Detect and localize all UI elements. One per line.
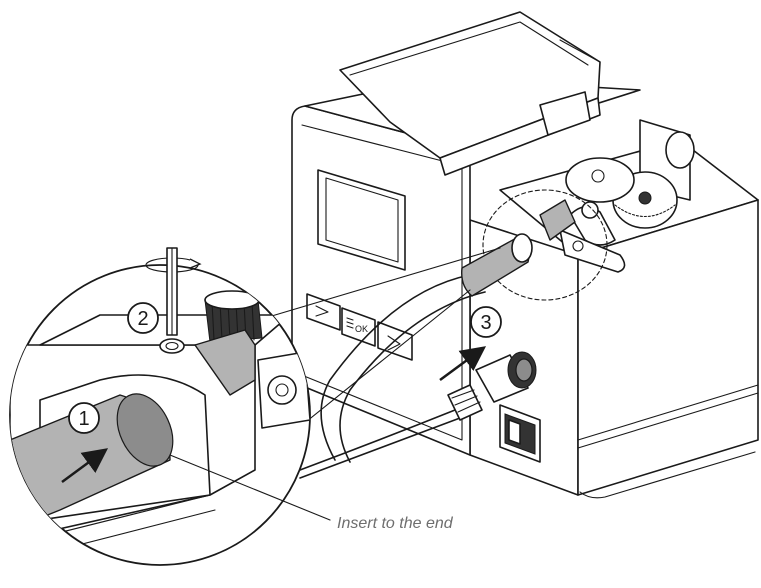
feeder-mechanism — [539, 119, 695, 273]
insert-note-leader — [169, 454, 331, 521]
ok-button-label: OK — [355, 324, 368, 334]
svg-text:3: 3 — [480, 312, 491, 334]
svg-text:1: 1 — [78, 408, 89, 430]
zoom-indicator-circle — [482, 189, 608, 301]
insert-arrow-icon — [61, 448, 109, 484]
step-badge-1: 1 — [68, 402, 100, 434]
svg-text:2: 2 — [137, 308, 148, 330]
connect-arrow-icon — [439, 346, 487, 382]
step-badge-3: 3 — [470, 306, 502, 338]
gear-center-icon — [638, 191, 652, 205]
insert-note: Insert to the end — [337, 515, 454, 532]
handpiece-hose — [299, 233, 537, 479]
zoom-leader-top — [264, 247, 501, 319]
zoom-detail — [9, 264, 311, 566]
screw-rotate-icon — [145, 247, 202, 336]
top-tray — [339, 11, 601, 176]
step-badge-2: 2 — [127, 302, 159, 334]
screw-icon — [159, 338, 185, 354]
